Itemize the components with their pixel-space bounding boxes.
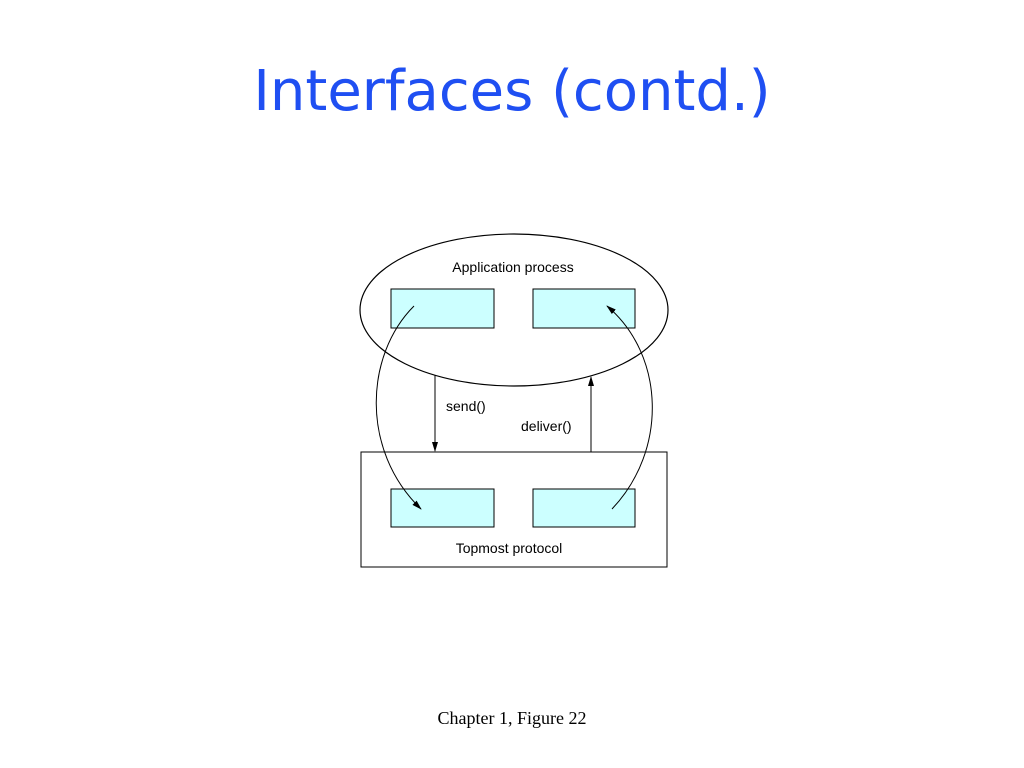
application-right-box	[532, 288, 636, 329]
protocol-left-box	[390, 488, 495, 528]
topmost-protocol-box	[360, 451, 668, 568]
slide-title: Interfaces (contd.)	[253, 59, 771, 124]
left-curved-arrow	[375, 305, 422, 510]
right-curved-arrow	[606, 305, 653, 510]
send-label: send()	[446, 398, 486, 414]
application-process-label: Application process	[452, 259, 573, 275]
figure-caption: Chapter 1, Figure 22	[437, 708, 587, 728]
deliver-label: deliver()	[521, 418, 572, 434]
application-process-ellipse	[359, 233, 669, 387]
protocol-right-box	[532, 488, 636, 528]
topmost-protocol-label: Topmost protocol	[456, 540, 563, 556]
application-left-box	[390, 288, 495, 329]
